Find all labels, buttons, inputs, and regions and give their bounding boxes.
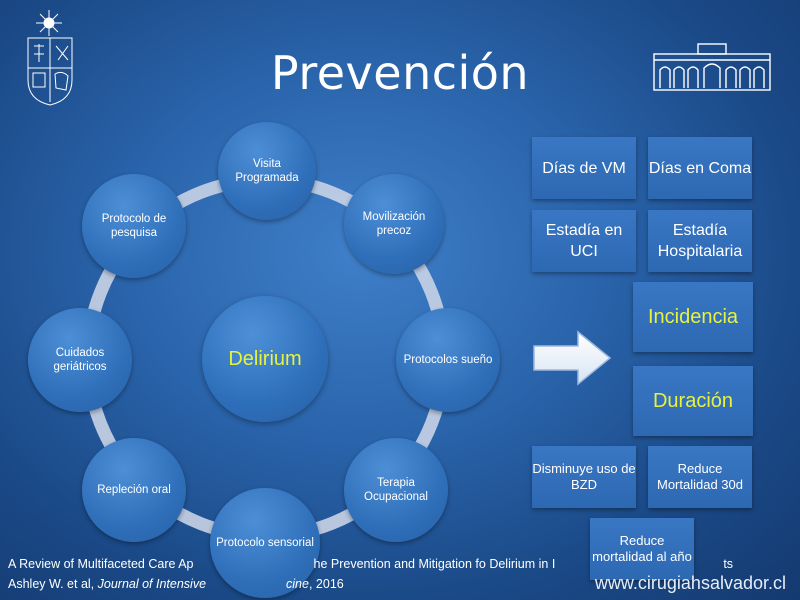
box-duracion: Duración (633, 366, 753, 436)
center-node-delirium: Delirium (202, 296, 328, 422)
slide-title: Prevención (270, 46, 530, 100)
university-crest-icon (27, 10, 73, 106)
box-reduce-mortalidad-anio: Reduce mortalidad al año (590, 518, 694, 580)
box-dias-vm: Días de VM (532, 137, 636, 199)
box-dias-coma: Días en Coma (648, 137, 752, 199)
box-estadia-uci: Estadía en UCI (532, 210, 636, 272)
node-visita-programada: Visita Programada (218, 122, 316, 220)
node-protocolo-sensorial: Protocolo sensorial (210, 488, 320, 598)
node-protocolo-pesquisa: Protocolo de pesquisa (82, 174, 186, 278)
node-terapia-ocupacional: Terapia Ocupacional (344, 438, 448, 542)
node-protocolos-sueno: Protocolos sueño (396, 308, 500, 412)
box-estadia-hospitalaria: Estadía Hospitalaria (648, 210, 752, 272)
hospital-building-icon (653, 43, 771, 91)
node-replecion-oral: Repleción oral (82, 438, 186, 542)
node-movilizacion-precoz: Movilización precoz (344, 174, 444, 274)
box-reduce-mortalidad-30d: Reduce Mortalidad 30d (648, 446, 752, 508)
right-arrow-icon (533, 330, 612, 386)
box-disminuye-bzd: Disminuye uso de BZD (532, 446, 636, 508)
box-incidencia: Incidencia (633, 282, 753, 352)
website-url: www.cirugiahsalvador.cl (594, 573, 786, 593)
node-cuidados-geriatricos: Cuidados geriátricos (28, 308, 132, 412)
